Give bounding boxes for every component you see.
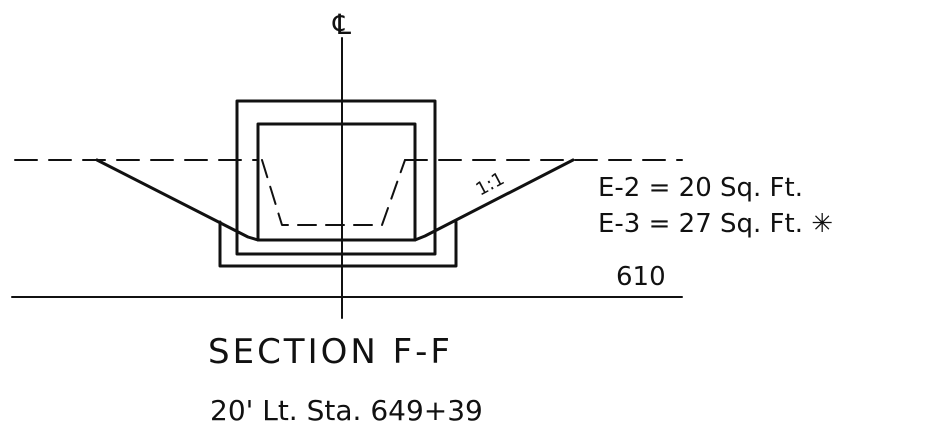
station-label: 20' Lt. Sta. 649+39 bbox=[210, 394, 483, 427]
section-title: SECTION F-F bbox=[208, 332, 453, 372]
area-label-e2: E-2 = 20 Sq. Ft. bbox=[598, 173, 803, 203]
centerline-symbol: ℄ bbox=[332, 8, 351, 41]
left-slope-line bbox=[95, 158, 260, 242]
area-label-e3: E-3 = 27 Sq. Ft. ✳ bbox=[598, 209, 833, 239]
right-slope-line bbox=[413, 158, 575, 242]
outer-box bbox=[235, 99, 437, 256]
base-box bbox=[218, 220, 458, 268]
inner-box bbox=[256, 122, 417, 242]
dashed-excavation-outline bbox=[261, 159, 406, 226]
elevation-label: 610 bbox=[616, 262, 666, 292]
